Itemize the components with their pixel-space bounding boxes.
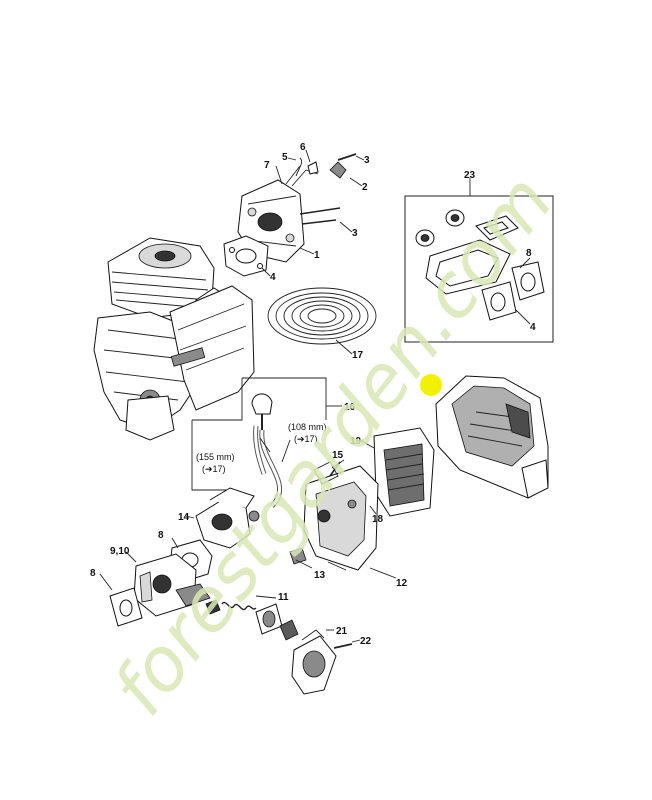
callout-9-10: 9,10 (110, 546, 130, 557)
primer-bulb-assembly (291, 629, 353, 695)
callout-22: 22 (360, 636, 372, 647)
engine-cylinder (93, 237, 255, 441)
callout-13: 13 (314, 570, 326, 581)
callout-16: 16 (344, 402, 356, 413)
callout-8-mid: 8 (158, 530, 164, 541)
highlight-dot (420, 374, 442, 396)
leader-lines (99, 149, 531, 643)
callout-21: 21 (336, 626, 348, 637)
callout-7: 7 (264, 160, 270, 171)
callout-23: 23 (464, 170, 476, 181)
callout-17: 17 (352, 350, 364, 361)
callout-19: 19 (350, 436, 362, 447)
callout-4-box: 4 (530, 322, 536, 333)
callout-14: 14 (178, 512, 190, 523)
callout-12: 12 (396, 578, 408, 589)
carburetor (109, 539, 213, 627)
air-box-housing (289, 461, 379, 571)
hose-length-108: (108 mm) (288, 422, 327, 432)
coiled-line (267, 287, 377, 345)
callout-15: 15 (332, 450, 344, 461)
callout-5: 5 (282, 152, 288, 163)
gasket-kit-box (404, 195, 554, 343)
callout-3-top: 3 (364, 155, 370, 166)
callout-8-left: 8 (90, 568, 96, 579)
filter-cover (435, 375, 549, 499)
callout-4-left: 4 (270, 272, 276, 283)
callout-8-box: 8 (526, 248, 532, 259)
callout-2: 2 (362, 182, 368, 193)
callout-1: 1 (314, 250, 320, 261)
throttle-parts (205, 599, 299, 641)
hose-ref-right: (➔17) (294, 434, 318, 444)
hose-kit-box (191, 377, 327, 508)
hose-notes: (155 mm) (➔17) (108 mm) (➔17) (196, 422, 327, 474)
callout-3-mid: 3 (352, 228, 358, 239)
flange-gasket (223, 235, 269, 277)
callout-6: 6 (300, 142, 306, 153)
intake-elbow (195, 487, 260, 549)
callout-18: 18 (372, 514, 384, 525)
callout-11: 11 (278, 592, 289, 603)
callout-labels: 1 2 3 3 4 4 5 6 7 8 8 8 9,10 11 12 13 14… (90, 142, 536, 647)
hose-length-155: (155 mm) (196, 452, 235, 462)
hose-ref-left: (➔17) (202, 464, 226, 474)
